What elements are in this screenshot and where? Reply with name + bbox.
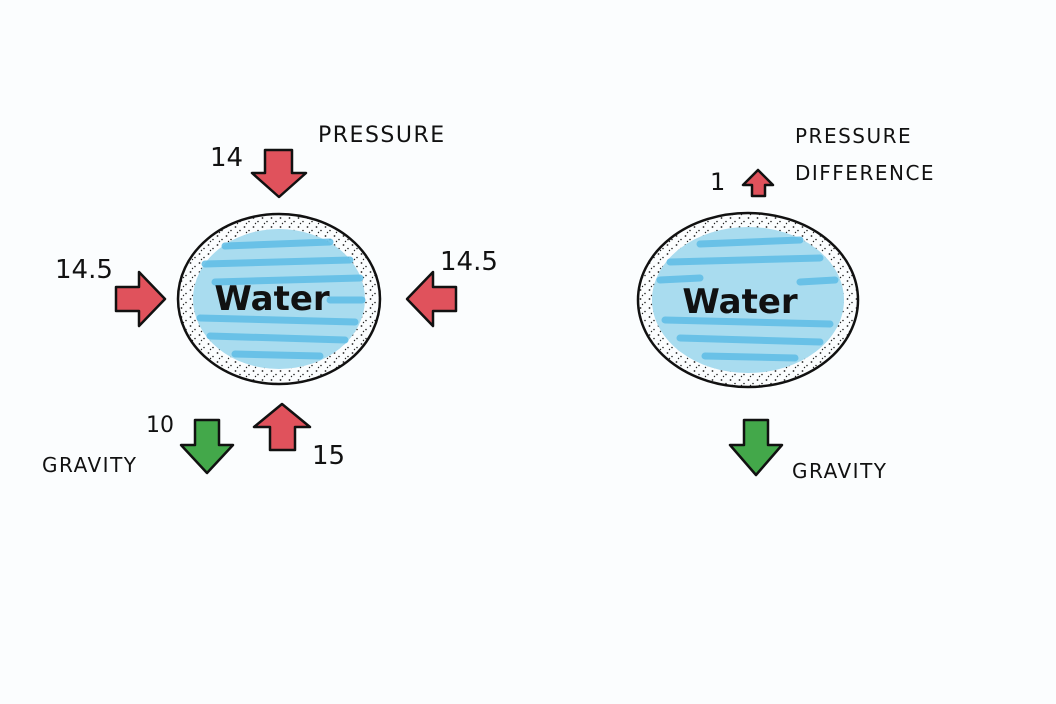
- right-gravity-arrow: [728, 418, 784, 477]
- left-gravity-force-value: 10: [146, 413, 174, 438]
- right-water-label: Water: [682, 282, 798, 322]
- right-diagram: Water 1 PRESSURE DIFFERENCE GRAVITY: [636, 124, 935, 483]
- right-pressure-label-line1: PRESSURE: [795, 124, 912, 148]
- right-side-pressure-arrow: [405, 270, 458, 328]
- left-side-pressure-arrow: [114, 270, 167, 328]
- left-gravity-arrow: [179, 418, 235, 475]
- left-top-force-value: 14: [210, 143, 243, 173]
- left-gravity-label: GRAVITY: [42, 453, 138, 477]
- left-bottom-pressure-arrow: [252, 402, 312, 452]
- left-side-force-value: 14.5: [55, 255, 113, 285]
- right-water-drop: Water: [636, 211, 860, 389]
- left-water-drop: Water: [176, 212, 382, 386]
- right-net-pressure-arrow: [741, 168, 775, 198]
- left-bottom-force-value: 15: [312, 441, 345, 471]
- right-side-force-value: 14.5: [440, 247, 498, 277]
- right-gravity-label: GRAVITY: [792, 459, 888, 483]
- left-water-label: Water: [214, 279, 330, 319]
- right-pressure-label-line2: DIFFERENCE: [795, 161, 935, 185]
- left-top-pressure-arrow: [250, 148, 308, 199]
- right-net-force-value: 1: [710, 168, 725, 196]
- left-pressure-label: PRESSURE: [318, 123, 446, 148]
- left-diagram: Water 14 PRESSURE 14.5 14.5 15 10 GRAVIT…: [42, 123, 498, 477]
